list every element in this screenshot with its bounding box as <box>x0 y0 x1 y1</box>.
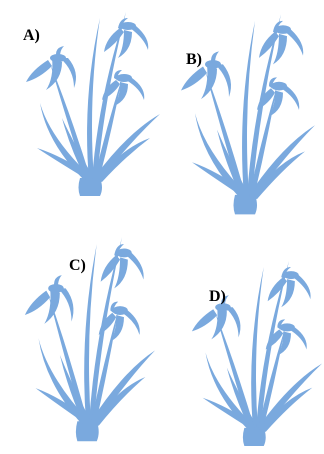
option-b-label: B) <box>186 51 202 68</box>
option-a[interactable]: A) <box>0 0 162 227</box>
option-d[interactable]: D) <box>162 227 324 454</box>
option-c-label: C) <box>69 257 86 274</box>
snowdrop-plant-icon <box>24 237 156 442</box>
snowdrop-plant-icon <box>191 261 323 446</box>
option-c[interactable]: C) <box>0 227 162 454</box>
option-d-label: D) <box>209 288 226 305</box>
option-b[interactable]: B) <box>162 0 324 227</box>
option-a-label: A) <box>23 27 40 44</box>
snowdrop-plant-icon <box>26 12 160 196</box>
snowdrop-plant-icon <box>181 14 315 215</box>
